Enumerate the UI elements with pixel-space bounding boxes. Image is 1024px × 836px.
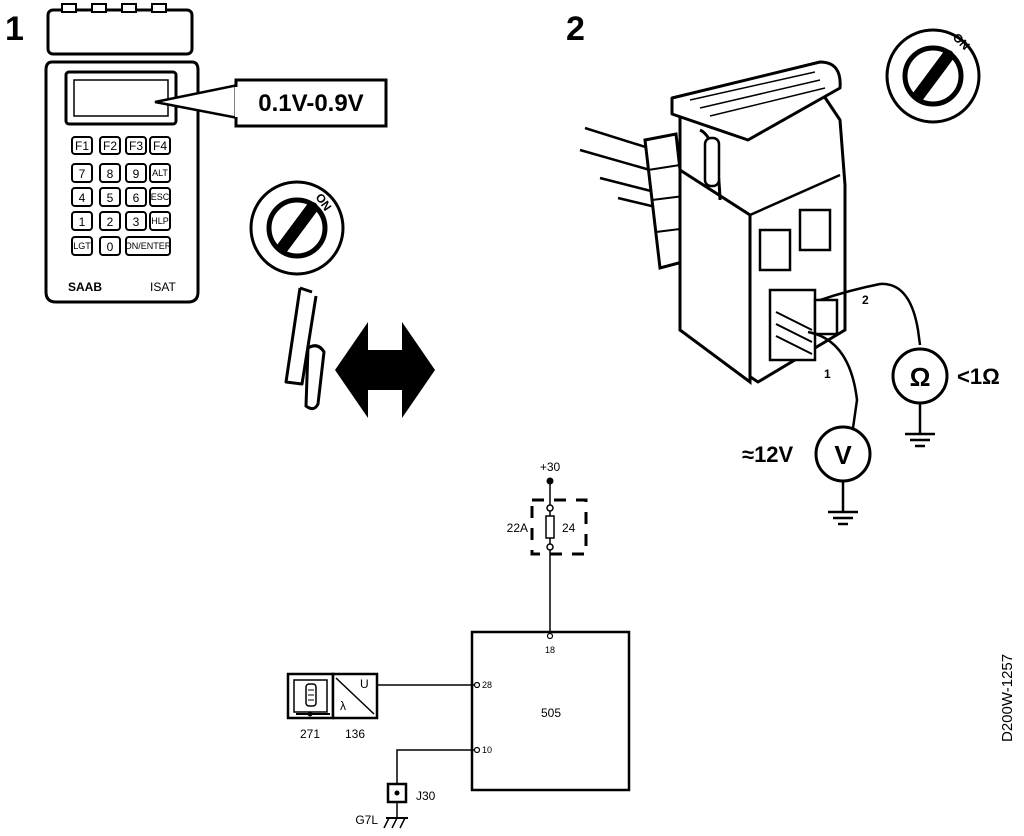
- junction-label: J30: [416, 789, 436, 803]
- key-0: [99, 236, 121, 256]
- fuse-label: 24: [562, 521, 576, 535]
- ohmmeter-reading: <1Ω: [957, 364, 1000, 389]
- fuse-icon: [545, 515, 555, 539]
- heater-label: 271: [300, 727, 320, 741]
- sensor-lambda-label: λ: [340, 699, 346, 713]
- pin-2-label: 2: [862, 293, 869, 307]
- key-8: [99, 163, 121, 183]
- voltmeter: V: [814, 425, 872, 526]
- voltmeter-reading: ≈12V: [742, 442, 794, 467]
- sensor-top-label: U: [360, 677, 369, 691]
- isat-tester: F1 F2 F3 F4 7 8 9 ALT 4 5 6 ESC: [44, 3, 200, 304]
- ecu-pin-10: 10: [482, 745, 492, 755]
- ohmmeter: Ω: [891, 347, 949, 448]
- voltage-reading: 0.1V-0.9V: [258, 90, 363, 117]
- reading-callout: 0.1V-0.9V: [154, 78, 388, 128]
- connector: [579, 60, 847, 385]
- tester-top-module: [46, 8, 194, 56]
- svg-text:9: 9: [133, 167, 140, 181]
- key-alt: [149, 163, 171, 183]
- key-hlp: [149, 211, 171, 231]
- press-pedal-arrow-icon: [335, 322, 435, 418]
- svg-text:F2: F2: [103, 139, 117, 153]
- svg-text:F1: F1: [75, 139, 89, 153]
- step-2-label: 2: [566, 10, 585, 48]
- svg-text:1: 1: [79, 215, 86, 229]
- svg-text:F4: F4: [153, 139, 167, 153]
- key-f4: [149, 136, 171, 155]
- svg-text:F3: F3: [129, 139, 143, 153]
- svg-text:3: 3: [133, 215, 140, 229]
- tester-model: ISAT: [150, 280, 176, 294]
- probe-wire-1: [807, 330, 859, 429]
- voltmeter-symbol: V: [834, 440, 852, 470]
- ecu-box: [470, 630, 631, 792]
- svg-text:8: 8: [107, 167, 114, 181]
- key-f2: [99, 136, 121, 155]
- ground-point-label: G7L: [355, 813, 378, 827]
- svg-text:0: 0: [107, 240, 114, 254]
- ignition-switch-right: ON: [885, 28, 981, 124]
- ecu-pin-18: 18: [545, 645, 555, 655]
- svg-text:6: 6: [133, 191, 140, 205]
- ignition-key-icon: [277, 202, 318, 253]
- tester-brand: SAAB: [68, 280, 102, 294]
- ignition-key-icon-2: [913, 50, 954, 101]
- svg-text:LGT: LGT: [73, 241, 91, 251]
- fusebox-label: 22A: [507, 521, 528, 535]
- probe-wire-2: [819, 282, 922, 346]
- key-f3: [125, 136, 147, 155]
- supply-label: +30: [540, 460, 561, 474]
- fusebox: [530, 498, 588, 556]
- keypad: F1 F2 F3 F4 7 8 9 ALT 4 5 6 ESC: [71, 136, 172, 256]
- key-1: [71, 211, 93, 231]
- svg-text:2: 2: [107, 215, 114, 229]
- ecu-pin-28: 28: [482, 680, 492, 690]
- svg-text:ESC: ESC: [151, 192, 170, 202]
- key-2: [99, 211, 121, 231]
- svg-text:5: 5: [107, 191, 114, 205]
- svg-text:ON/ENTER: ON/ENTER: [125, 241, 172, 251]
- brake-pedal-icon: [284, 286, 326, 411]
- key-7: [71, 163, 93, 183]
- ignition-switch-left: ON: [249, 180, 345, 276]
- key-5: [99, 187, 121, 207]
- ecu-label: 505: [541, 706, 561, 720]
- key-3: [125, 211, 147, 231]
- key-on-enter: [125, 236, 171, 256]
- pin-1-label: 1: [824, 367, 831, 381]
- key-esc: [149, 187, 171, 207]
- step-1-label: 1: [5, 10, 24, 48]
- key-lgt: [71, 236, 93, 256]
- ohmmeter-symbol: Ω: [910, 362, 931, 392]
- svg-text:4: 4: [79, 191, 86, 205]
- svg-text:ALT: ALT: [152, 168, 168, 178]
- key-4: [71, 187, 93, 207]
- svg-text:7: 7: [79, 167, 86, 181]
- figure-id: D200W-1257: [999, 654, 1016, 742]
- key-f1: [71, 136, 93, 155]
- key-6: [125, 187, 147, 207]
- wiring-diagram: +30 22A 24 18 28 10 505: [286, 460, 631, 829]
- key-9: [125, 163, 147, 183]
- sensor-label: 136: [345, 727, 365, 741]
- svg-text:HLP: HLP: [151, 216, 169, 226]
